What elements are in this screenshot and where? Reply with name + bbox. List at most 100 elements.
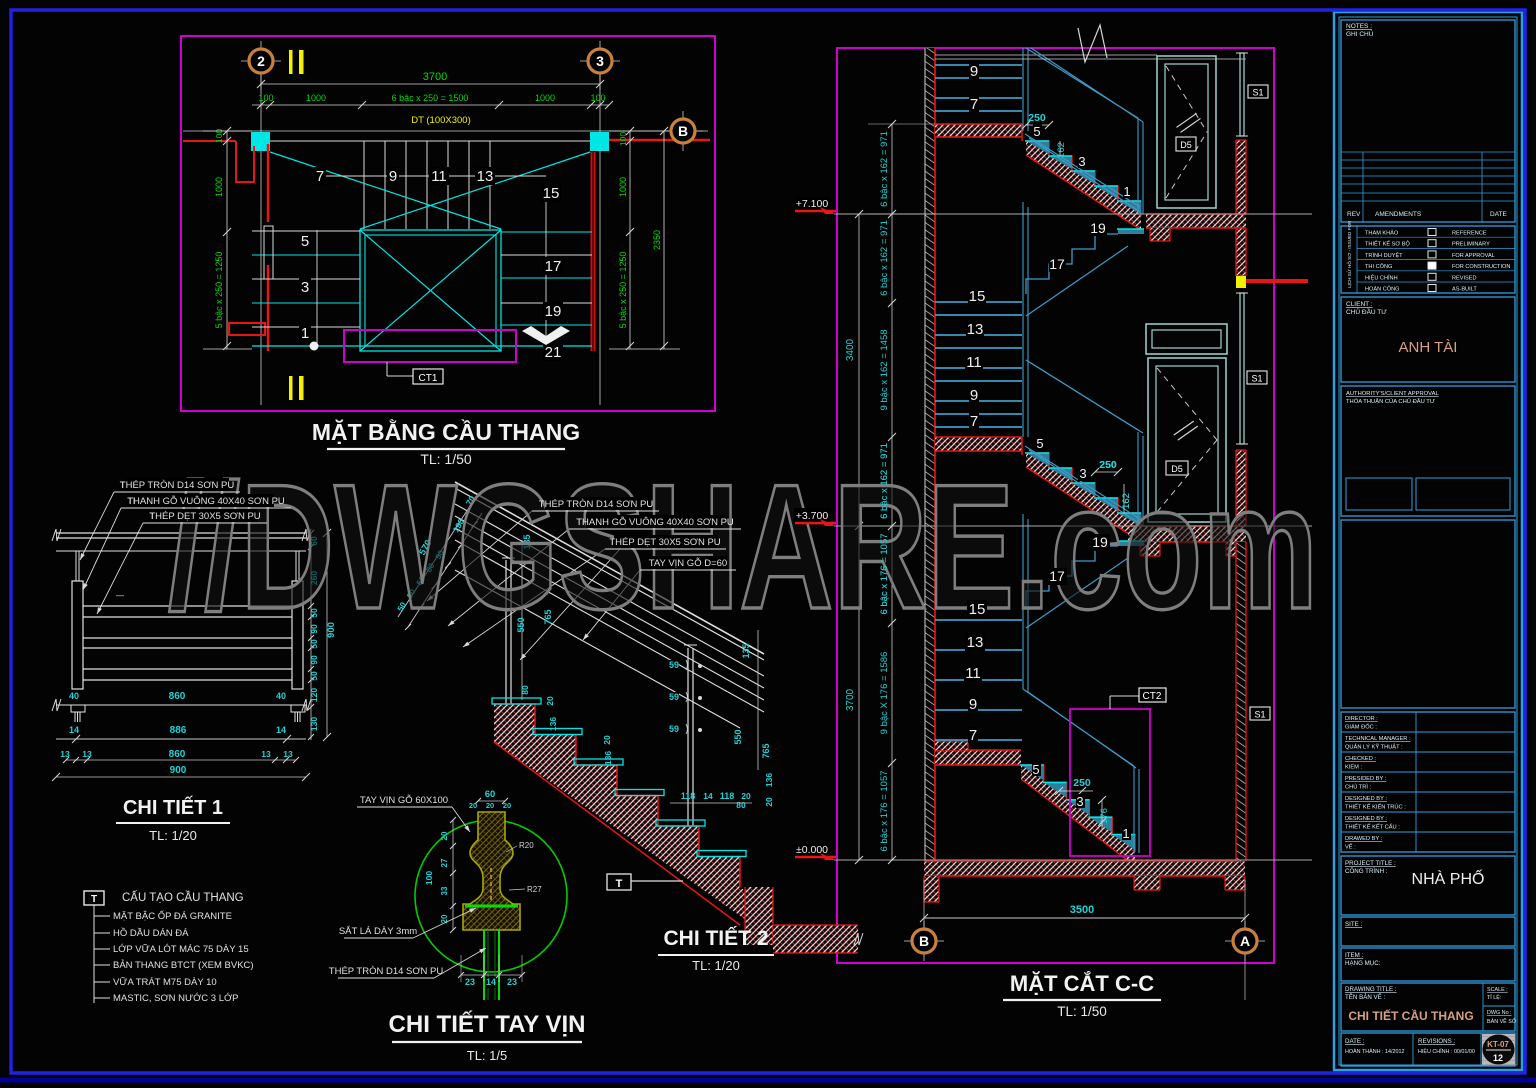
svg-text:3: 3 (301, 279, 309, 296)
svg-text:11: 11 (431, 168, 447, 185)
svg-text:REV: REV (1347, 211, 1361, 218)
svg-text:100: 100 (258, 93, 273, 103)
svg-text:13: 13 (477, 168, 494, 185)
svg-text:100: 100 (590, 93, 605, 103)
svg-text:136: 136 (548, 717, 558, 731)
svg-text:TRÌNH DUYỆT: TRÌNH DUYỆT (1365, 251, 1403, 259)
svg-text:765: 765 (543, 609, 553, 624)
svg-text:T: T (91, 894, 97, 905)
svg-text:60: 60 (309, 536, 319, 546)
svg-text:3: 3 (1079, 466, 1086, 481)
svg-text:1000: 1000 (618, 177, 628, 197)
svg-text:THÉP TRÒN D14 SƠN PU: THÉP TRÒN D14 SƠN PU (539, 499, 654, 510)
svg-text:DWG No :: DWG No : (1487, 1010, 1512, 1016)
svg-text:19: 19 (545, 303, 562, 320)
svg-text:TL: 1/20: TL: 1/20 (692, 958, 740, 973)
svg-text:±0.000: ±0.000 (796, 844, 828, 856)
svg-text:130: 130 (309, 717, 319, 731)
svg-text:21: 21 (545, 344, 562, 361)
svg-text:3: 3 (1076, 794, 1083, 809)
svg-text:CLIENT :: CLIENT : (1346, 301, 1373, 308)
svg-text:100: 100 (618, 132, 628, 146)
svg-text:6 bậc x 250 = 1500: 6 bậc x 250 = 1500 (392, 93, 469, 103)
svg-text:THAM KHẢO: THAM KHẢO (1365, 230, 1399, 237)
svg-text:GIÁM ĐỐC :: GIÁM ĐỐC : (1345, 724, 1377, 731)
svg-text:D5: D5 (1171, 464, 1183, 474)
svg-text:7: 7 (316, 168, 324, 185)
svg-text:40: 40 (276, 691, 286, 701)
svg-text:6 bậc x 176 = 1057: 6 bậc x 176 = 1057 (879, 533, 890, 614)
svg-text:17: 17 (545, 258, 562, 275)
svg-text:19: 19 (1090, 220, 1106, 236)
svg-text:80: 80 (520, 685, 530, 695)
svg-text:DIRECTOR :: DIRECTOR : (1345, 716, 1378, 722)
svg-text:LỚP VỮA LÓT MÁC 75 DÀY 15: LỚP VỮA LÓT MÁC 75 DÀY 15 (113, 944, 249, 955)
svg-text:THÉP TRÒN D14 SƠN PU: THÉP TRÒN D14 SƠN PU (329, 966, 444, 977)
svg-text:B: B (919, 933, 929, 949)
svg-text:TAY VỊN GỖ 60X100: TAY VỊN GỖ 60X100 (360, 794, 448, 806)
svg-text:SITE :: SITE : (1345, 921, 1362, 928)
svg-text:17: 17 (1049, 568, 1065, 584)
svg-text:162: 162 (1056, 142, 1067, 158)
svg-text:3700: 3700 (423, 71, 447, 83)
svg-text:TỈ LỆ:: TỈ LỆ: (1487, 993, 1501, 1001)
svg-text:100: 100 (214, 129, 224, 143)
svg-text:HOÀN THÀNH : 14/2012: HOÀN THÀNH : 14/2012 (1345, 1048, 1405, 1055)
svg-text:7: 7 (969, 727, 977, 744)
svg-text:MẶT CẮT C-C: MẶT CẮT C-C (1010, 971, 1154, 996)
svg-text:250: 250 (1099, 459, 1117, 471)
svg-text:9 bậc x 162 = 1458: 9 bậc x 162 = 1458 (879, 329, 890, 410)
svg-text:162: 162 (1121, 493, 1132, 509)
svg-text:TÊN BẢN VẼ :: TÊN BẢN VẼ : (1345, 993, 1386, 1001)
svg-text:50: 50 (309, 639, 319, 649)
svg-text:1000: 1000 (214, 177, 224, 197)
svg-text:KT-07: KT-07 (1487, 1040, 1509, 1049)
svg-text:17: 17 (1049, 256, 1065, 272)
svg-text:5: 5 (1033, 124, 1040, 139)
svg-text:70: 70 (464, 494, 478, 507)
svg-text:THÉP TRÒN D14 SƠN PU: THÉP TRÒN D14 SƠN PU (120, 480, 235, 491)
svg-text:100: 100 (424, 871, 434, 885)
svg-text:NOTES :: NOTES : (1346, 23, 1372, 30)
svg-text:20: 20 (440, 914, 449, 923)
svg-text:59: 59 (669, 724, 679, 734)
svg-text:QUẢN LÝ KỸ THUẬT :: QUẢN LÝ KỸ THUẬT : (1345, 744, 1403, 751)
svg-text:PROJECT TITLE :: PROJECT TITLE : (1345, 860, 1396, 867)
svg-text:THÉP DẸT 30X5 SƠN PU: THÉP DẸT 30X5 SƠN PU (609, 537, 720, 548)
svg-text:R27: R27 (527, 885, 542, 894)
svg-text:6 bậc x 176 = 1057: 6 bậc x 176 = 1057 (879, 770, 890, 851)
svg-text:6 bậc x 162 = 971: 6 bậc x 162 = 971 (879, 220, 890, 296)
svg-text:7: 7 (970, 413, 978, 430)
svg-text:59: 59 (669, 660, 679, 670)
svg-text:5: 5 (301, 233, 309, 250)
svg-text:1000: 1000 (306, 93, 326, 103)
svg-text:REFERENCE: REFERENCE (1452, 231, 1487, 237)
svg-text:118: 118 (681, 791, 696, 801)
svg-text:DT (100X300): DT (100X300) (411, 115, 471, 126)
svg-text:CT2: CT2 (1143, 691, 1162, 702)
svg-text:THIẾT KẾ KẾT CẤU :: THIẾT KẾ KẾT CẤU : (1345, 824, 1400, 831)
svg-text:13: 13 (283, 749, 293, 759)
svg-text:11: 11 (966, 354, 982, 371)
svg-text:THIẾT KẾ SƠ BỘ: THIẾT KẾ SƠ BỘ (1365, 241, 1410, 248)
svg-text:DESIGNED BY :: DESIGNED BY : (1345, 796, 1387, 802)
svg-text:CÔNG TRÌNH :: CÔNG TRÌNH : (1345, 868, 1388, 875)
svg-text:T: T (616, 878, 623, 890)
svg-text:13: 13 (82, 749, 92, 759)
svg-text:5 bậc x 250 = 1250: 5 bậc x 250 = 1250 (618, 252, 628, 329)
svg-text:CHỦ ĐẦU TƯ: CHỦ ĐẦU TƯ (1346, 306, 1387, 316)
svg-text:S1: S1 (1254, 710, 1265, 720)
svg-text:—: — (116, 591, 124, 600)
svg-text:6 bậc x 162 = 971: 6 bậc x 162 = 971 (879, 443, 890, 519)
svg-text:THI CÔNG: THI CÔNG (1365, 263, 1392, 270)
svg-text:118: 118 (720, 791, 735, 801)
svg-text:260: 260 (309, 571, 319, 585)
svg-text:TAY VỊN GỖ D=60: TAY VỊN GỖ D=60 (649, 557, 727, 569)
svg-text:27: 27 (440, 858, 449, 867)
svg-text:HOÀN CÔNG: HOÀN CÔNG (1365, 286, 1400, 293)
svg-text:135: 135 (741, 643, 751, 658)
svg-text:AMENDMENTS: AMENDMENTS (1375, 211, 1422, 218)
svg-text:DATE :: DATE : (1345, 1038, 1365, 1045)
svg-text:CT1: CT1 (419, 373, 438, 384)
svg-text:15: 15 (969, 288, 986, 305)
